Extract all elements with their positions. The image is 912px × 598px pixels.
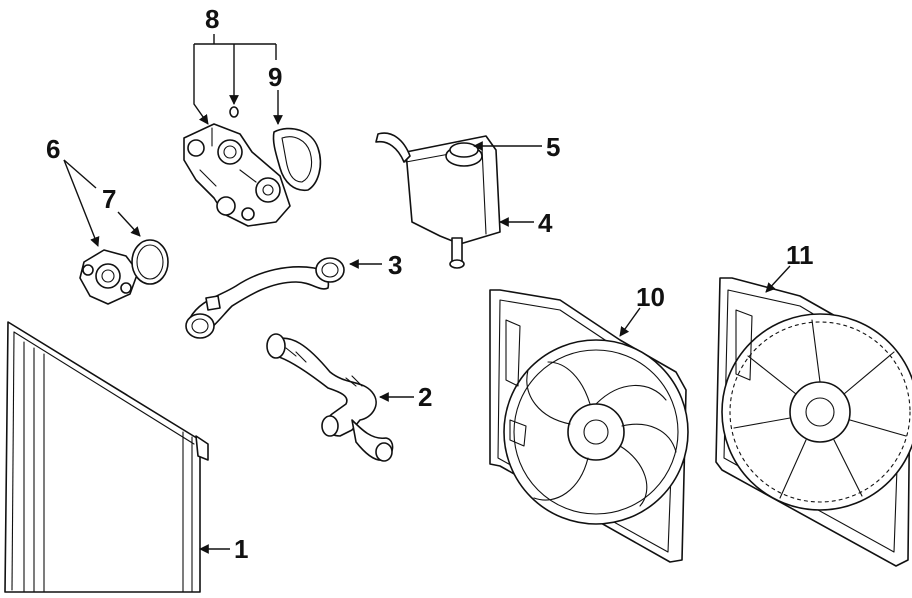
callout-8: 8: [205, 4, 219, 34]
callout-10: 10: [636, 282, 665, 312]
upper-hose: [185, 257, 345, 339]
callout-4: 4: [538, 208, 553, 238]
callout-11: 11: [786, 240, 814, 270]
thermostat-seal: [131, 239, 169, 285]
lower-hose: [266, 333, 394, 462]
callout-5: 5: [546, 132, 560, 162]
callout-6: 6: [46, 134, 60, 164]
coolant-reservoir: [375, 132, 501, 269]
callout-3: 3: [388, 250, 402, 280]
callout-1: 1: [234, 534, 248, 564]
callout-2: 2: [418, 382, 432, 412]
thermostat: [79, 249, 139, 305]
radiator: [4, 321, 209, 593]
cooling-fan: [715, 277, 912, 567]
fan-shroud: [489, 289, 689, 563]
callout-7: 7: [102, 184, 116, 214]
leader-lines: [63, 34, 791, 554]
water-pump-assembly: [183, 106, 291, 227]
callout-9: 9: [268, 62, 282, 92]
water-pump-gasket: [272, 127, 322, 192]
